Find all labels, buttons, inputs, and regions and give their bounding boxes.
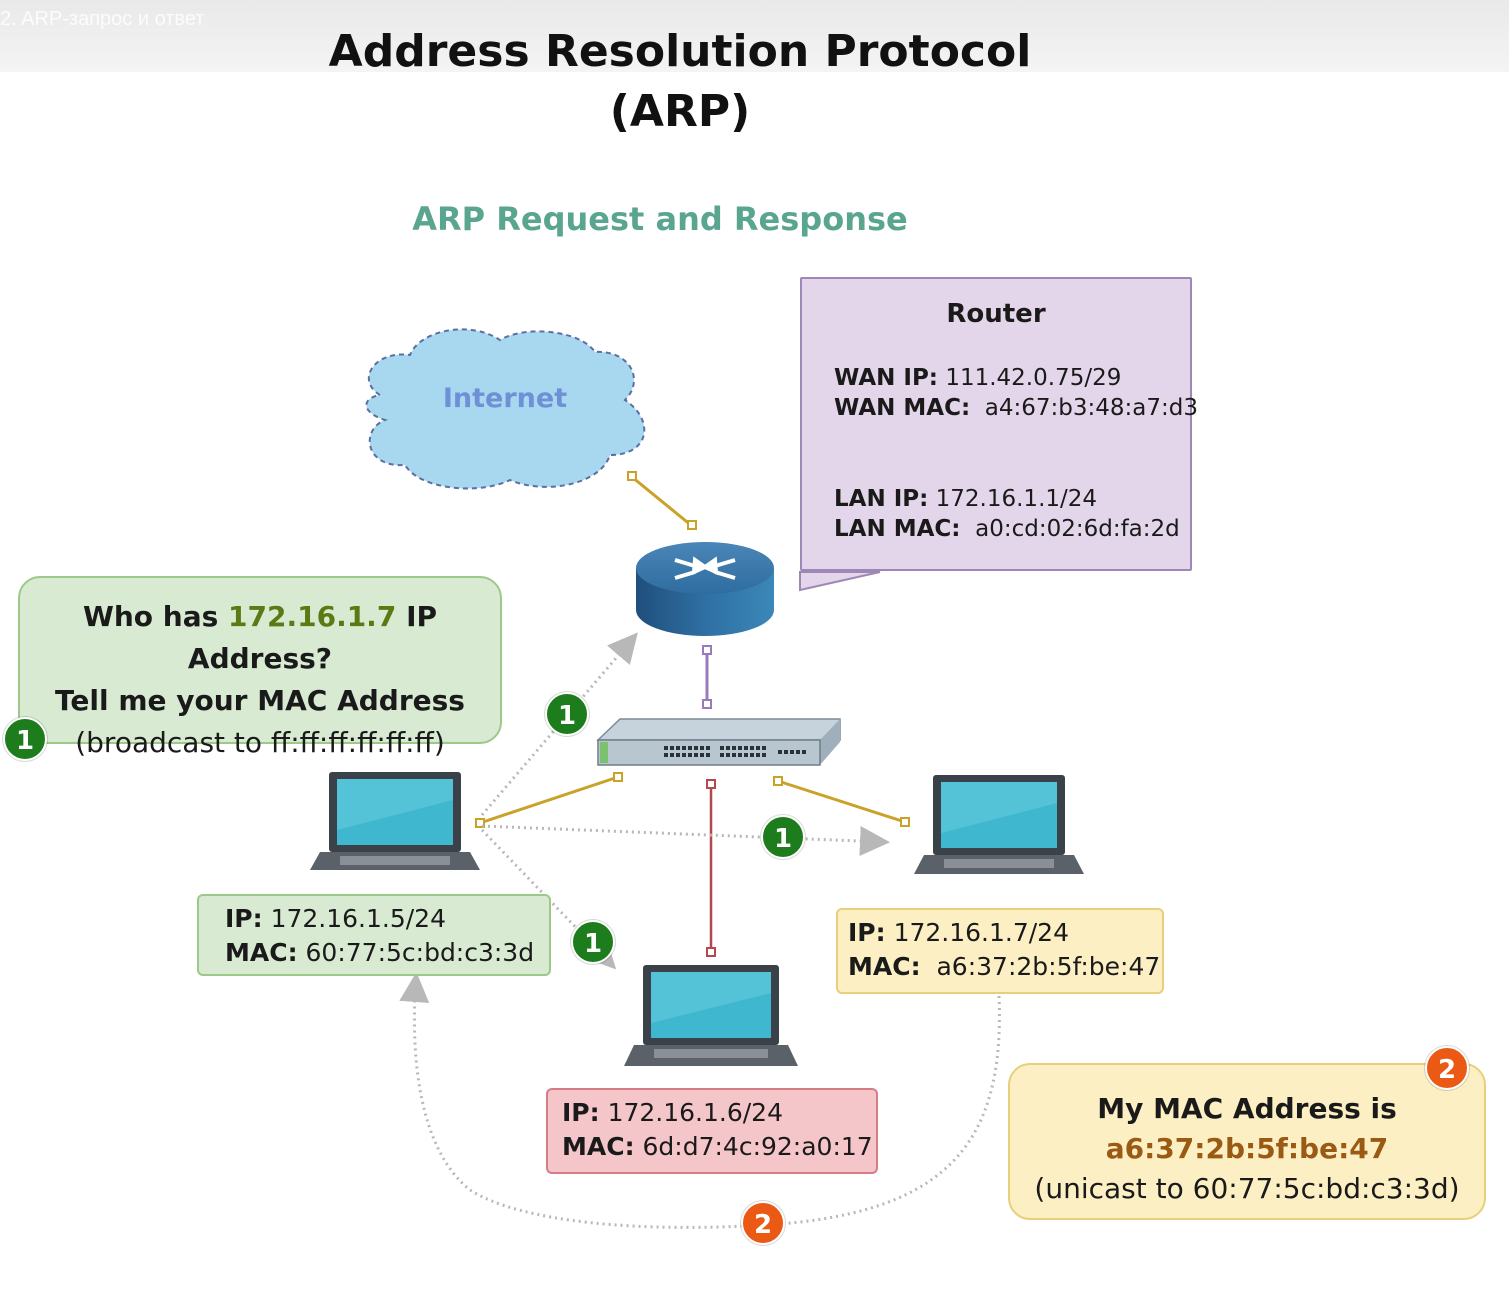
arp-reply-bubble: My MAC Address is a6:37:2b:5f:be:47 (uni… [1008,1063,1486,1220]
page-title: Address Resolution Protocol (ARP) [230,22,1130,142]
lan-mac-key: LAN MAC: [834,516,961,542]
wan-mac-key: WAN MAC: [834,395,971,421]
router-icon [636,542,774,636]
request-line-2: Tell me your MAC Address [55,684,465,717]
host1-ip-value: 172.16.1.5/24 [270,904,446,933]
step2-badge: 2 [741,1201,785,1245]
switch-icon [596,718,841,766]
host2-label: IP: 172.16.1.6/24 MAC: 6d:d7:4c:92:a0:17 [546,1088,878,1174]
switch-host3-link [777,779,906,824]
step1-badge: 1 [761,815,805,859]
router-info-box: Router WAN IP: 111.42.0.75/29 WAN MAC: a… [800,277,1198,571]
link-endpoint-icon [627,471,637,481]
host3-ip-value: 172.16.1.7/24 [893,918,1069,947]
step2-badge: 2 [1425,1046,1469,1090]
wan-mac-value: a4:67:b3:48:a7:d3 [984,395,1198,421]
router-wan-mac: WAN MAC: a4:67:b3:48:a7:d3 [834,395,1198,421]
link-endpoint-icon [702,699,712,709]
host3-label: IP: 172.16.1.7/24 MAC: a6:37:2b:5f:be:47 [836,908,1164,994]
title-line-2: (ARP) [609,86,751,137]
request-line-1: Who has 172.16.1.7 IP Address? [20,596,500,680]
switch-host1-link [479,775,619,825]
host3-ip: IP: 172.16.1.7/24 [848,916,1162,950]
unicast-reply-path [399,972,1001,1229]
request-line-3: (broadcast to ff:ff:ff:ff:ff:ff) [75,726,445,759]
video-title: 2. ARP-запрос и ответ [0,8,205,30]
host3-mac-value: a6:37:2b:5f:be:47 [936,952,1161,981]
laptop-host1-icon [310,772,480,870]
host2-ip-key: IP: [562,1098,600,1127]
host3-mac-key: MAC: [848,952,921,981]
cloud-router-link [631,475,693,528]
host1-ip: IP: 172.16.1.5/24 [225,902,549,936]
host2-mac: MAC: 6d:d7:4c:92:a0:17 [562,1130,876,1164]
host3-ip-key: IP: [848,918,886,947]
internet-label: Internet [442,383,568,414]
router-callout-pointer [799,571,881,592]
reply-line-2: a6:37:2b:5f:be:47 [1105,1132,1389,1165]
request-target-ip: 172.16.1.7 [228,600,397,633]
step1-badge: 1 [571,920,615,964]
broadcast-arrow-host3 [481,824,890,857]
arp-request-bubble: Who has 172.16.1.7 IP Address? Tell me y… [18,576,502,759]
title-line-1: Address Resolution Protocol [328,26,1032,77]
host2-mac-value: 6d:d7:4c:92:a0:17 [642,1132,873,1161]
host1-mac-key: MAC: [225,938,298,967]
lan-mac-value: a0:cd:02:6d:fa:2d [975,516,1180,542]
step1-badge: 1 [545,692,589,736]
request-who-has: Who has [82,600,219,633]
host1-mac-value: 60:77:5c:bd:c3:3d [305,938,535,967]
router-title: Router [946,299,1046,329]
router-lan-mac: LAN MAC: a0:cd:02:6d:fa:2d [834,516,1180,542]
host3-mac: MAC: a6:37:2b:5f:be:47 [848,950,1162,984]
lan-ip-value: 172.16.1.1/24 [935,486,1098,512]
host1-label: IP: 172.16.1.5/24 MAC: 60:77:5c:bd:c3:3d [197,894,551,976]
link-endpoint-icon [706,947,716,957]
laptop-host2-icon [624,965,798,1066]
link-endpoint-icon [900,817,910,827]
link-endpoint-icon [475,818,485,828]
video-top-bar: 2. ARP-запрос и ответ [0,0,1509,72]
router-lan-ip: LAN IP: 172.16.1.1/24 [834,486,1097,512]
link-endpoint-icon [773,776,783,786]
reply-line-1: My MAC Address is [1097,1092,1397,1125]
reply-line-3: (unicast to 60:77:5c:bd:c3:3d) [1034,1172,1460,1205]
host2-ip-value: 172.16.1.6/24 [607,1098,783,1127]
link-endpoint-icon [706,779,716,789]
diagram-subtitle: ARP Request and Response [412,200,908,238]
host2-ip: IP: 172.16.1.6/24 [562,1096,876,1130]
router-wan-ip: WAN IP: 111.42.0.75/29 [834,365,1121,391]
link-endpoint-icon [702,645,712,655]
step1-badge: 1 [3,717,47,761]
internet-cloud-icon [365,328,646,490]
link-endpoint-icon [687,520,697,530]
wan-ip-value: 111.42.0.75/29 [945,365,1122,391]
lan-ip-key: LAN IP: [834,486,929,512]
laptop-host3-icon [914,775,1084,874]
request-ip-address: IP Address? [187,600,438,675]
link-endpoint-icon [613,772,623,782]
host1-ip-key: IP: [225,904,263,933]
host1-mac: MAC: 60:77:5c:bd:c3:3d [225,936,549,970]
host2-mac-key: MAC: [562,1132,635,1161]
wan-ip-key: WAN IP: [834,365,939,391]
